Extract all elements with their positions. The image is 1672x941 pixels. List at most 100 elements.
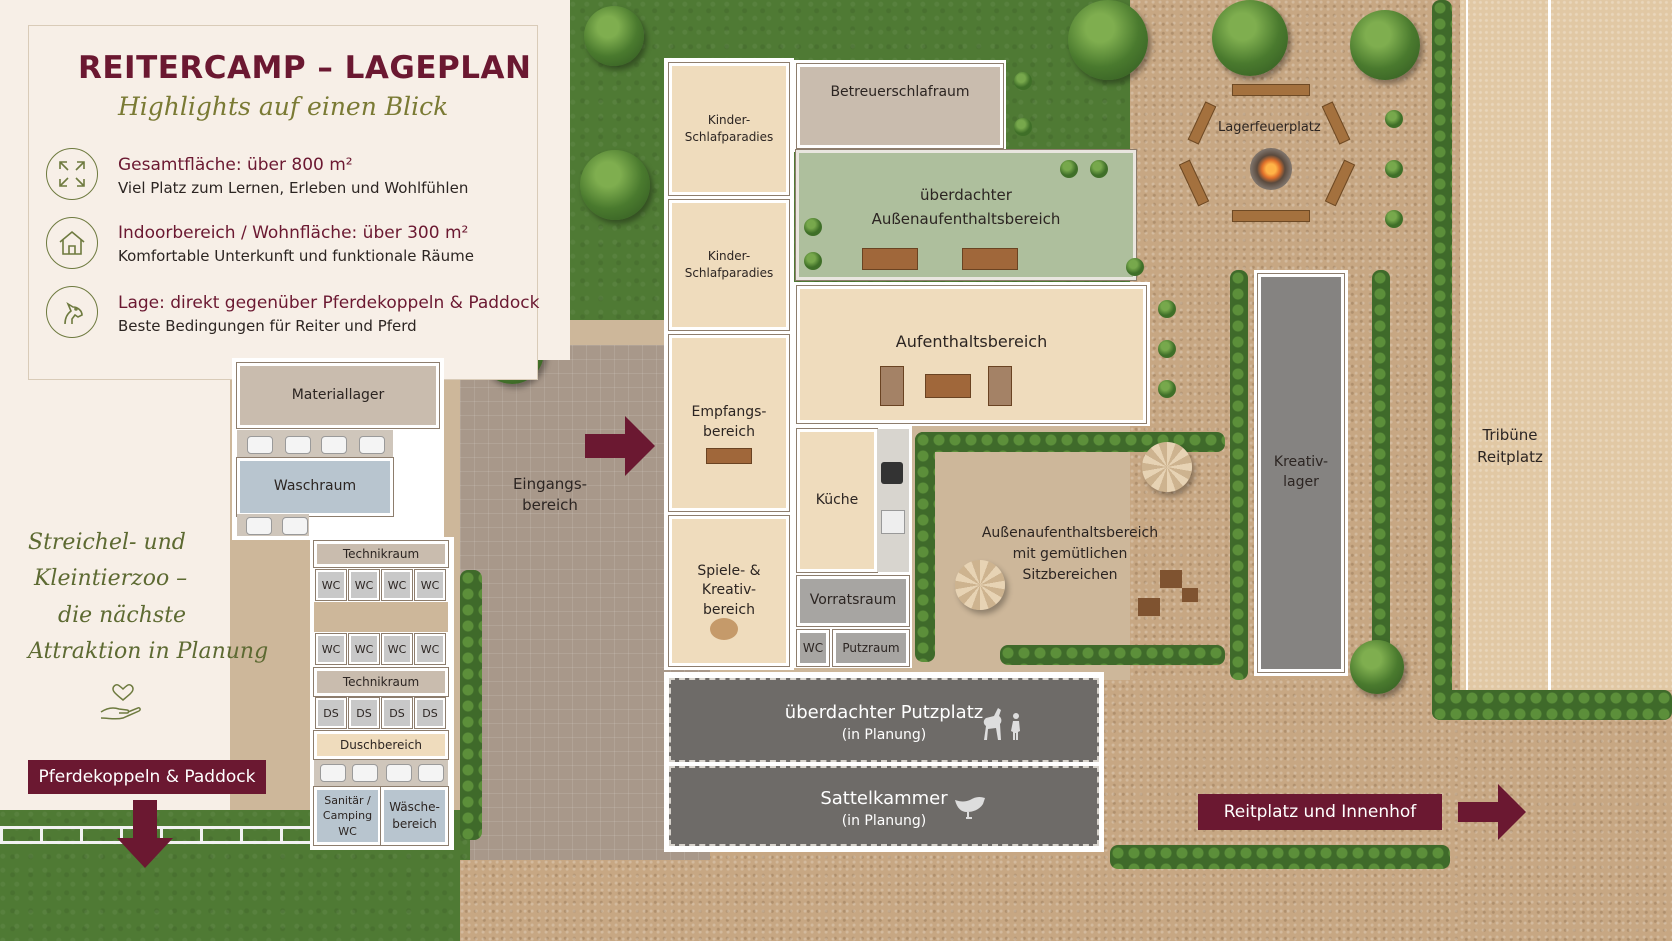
room-kueche[interactable]: Küche: [796, 428, 878, 573]
bush: [1090, 160, 1108, 178]
room-wc[interactable]: WC: [796, 629, 830, 667]
hedge-sitz-bottom: [1000, 645, 1225, 665]
sink-icon: [881, 510, 905, 534]
room-sanitaer-camping-wc[interactable]: Sanitär / Camping WC: [313, 786, 382, 846]
shower-cabin[interactable]: DS: [381, 697, 413, 729]
planned-name: Sattelkammer: [820, 788, 948, 809]
hedge-kreativ-right: [1372, 270, 1390, 680]
kitchen-counter: [877, 429, 909, 572]
planned-sattelkammer[interactable]: Sattelkammer (in Planung): [666, 763, 1102, 849]
room-putzraum[interactable]: Putzraum: [832, 629, 910, 667]
riding-arena: [1460, 0, 1672, 690]
zoo-note: Streichel- und Kleintierzoo – die nächst…: [28, 525, 268, 670]
bush: [1158, 340, 1176, 358]
bush: [1385, 210, 1403, 228]
heart-hand-icon: [98, 682, 148, 726]
expand-arrows-icon: [46, 148, 98, 200]
house-icon: [46, 217, 98, 269]
feature-description: Komfortable Unterkunft und funktionale R…: [118, 247, 474, 265]
feature-title: Lage: direkt gegenüber Pferdekoppeln & P…: [118, 293, 540, 313]
wc-cabin[interactable]: WC: [348, 569, 380, 601]
chair: [1160, 570, 1182, 588]
area-tribuene-reitplatz: Tribüne Reitplatz: [1477, 426, 1543, 466]
sink-icon: [246, 517, 272, 535]
room-technikraum[interactable]: Technikraum: [313, 540, 449, 568]
room-waschraum[interactable]: Waschraum: [236, 457, 394, 517]
wc-cabin[interactable]: WC: [315, 569, 347, 601]
zoo-note-line: Attraktion in Planung: [28, 638, 269, 664]
arrow-right-icon: [1458, 782, 1530, 846]
hedge-sitz-left: [915, 432, 935, 662]
room-empfangsbereich[interactable]: Empfangs- bereich: [668, 334, 790, 512]
shower-cabin[interactable]: DS: [414, 697, 446, 729]
room-betreuerschlafraum[interactable]: Betreuerschlafraum: [796, 63, 1004, 149]
room-kinder-schlafparadies-1[interactable]: Kinder- Schlafparadies: [668, 62, 790, 196]
area-eingangsbereich: Eingangs- bereich: [512, 475, 588, 514]
coffee-table: [925, 374, 971, 398]
shower-cabin[interactable]: DS: [348, 697, 380, 729]
wc-cabin[interactable]: WC: [414, 633, 446, 665]
corridor: [314, 602, 448, 632]
room-technikraum-2[interactable]: Technikraum: [313, 667, 449, 697]
area-kreativlager[interactable]: Kreativ- lager: [1257, 273, 1345, 673]
feature-description: Beste Bedingungen für Reiter und Pferd: [118, 317, 417, 335]
bush: [1014, 72, 1032, 90]
wc-cabin[interactable]: WC: [348, 633, 380, 665]
sofa: [880, 366, 904, 406]
arena-rail-left: [1466, 0, 1468, 690]
room-waeschebereich[interactable]: Wäsche- bereich: [380, 786, 449, 846]
zoo-note-line: Kleintierzoo –: [34, 566, 188, 592]
feature-title: Gesamtfläche: über 800 m²: [118, 155, 353, 175]
hedge-sanitary: [460, 570, 482, 840]
umbrella: [1142, 442, 1192, 492]
chair: [1182, 588, 1198, 602]
arrow-down-icon: [115, 800, 175, 874]
sink-icon: [247, 436, 273, 454]
arrow-right-icon: [585, 416, 657, 480]
hedge-right-bottom: [1432, 690, 1672, 720]
room-vorratsraum[interactable]: Vorratsraum: [796, 575, 910, 627]
room-kinder-schlafparadies-2[interactable]: Kinder- Schlafparadies: [668, 199, 790, 331]
tree: [584, 6, 644, 66]
fire-pit-icon: [1250, 148, 1292, 190]
hedge-bottom: [1110, 845, 1450, 869]
hedge-kreativ-left: [1230, 270, 1248, 680]
sink-icon: [352, 764, 378, 782]
sink-icon: [320, 764, 346, 782]
wc-cabin[interactable]: WC: [381, 633, 413, 665]
reitplatz-label: Reitplatz und Innenhof: [1198, 794, 1442, 830]
zoo-note-line: Streichel- und: [28, 530, 186, 555]
sink-icon: [321, 436, 347, 454]
umbrella: [955, 560, 1005, 610]
bush: [804, 252, 822, 270]
shower-cabin[interactable]: DS: [315, 697, 347, 729]
wc-cabin[interactable]: WC: [414, 569, 446, 601]
tree: [1212, 0, 1288, 76]
sofa: [988, 366, 1012, 406]
room-duschbereich[interactable]: Duschbereich: [313, 730, 449, 760]
stove-icon: [881, 462, 903, 484]
palette-icon: [710, 618, 738, 640]
hedge-sitz-top: [915, 432, 1225, 452]
page-title: REITERCAMP – LAGEPLAN: [78, 50, 532, 86]
horse-head-icon: [46, 286, 98, 338]
room-spiele-kreativbereich[interactable]: Spiele- & Kreativ- bereich: [668, 515, 790, 667]
picnic-table: [962, 248, 1018, 270]
horse-person-icon: [980, 700, 1024, 746]
wc-cabin[interactable]: WC: [381, 569, 413, 601]
planned-putzplatz[interactable]: überdachter Putzplatz (in Planung): [666, 675, 1102, 765]
panel-background-low: [0, 360, 230, 810]
reception-desk: [706, 448, 752, 464]
hedge-right-vertical: [1432, 0, 1452, 720]
sink-icon: [282, 517, 308, 535]
room-aufenthaltsbereich[interactable]: Aufenthaltsbereich: [796, 285, 1147, 424]
sink-icon: [285, 436, 311, 454]
tree: [1350, 640, 1404, 694]
area-lagerfeuerplatz: Lagerfeuerplatz: [1218, 120, 1321, 135]
tree: [580, 150, 650, 220]
bush: [1158, 300, 1176, 318]
wc-cabin[interactable]: WC: [315, 633, 347, 665]
room-materiallager[interactable]: Materiallager: [236, 362, 440, 429]
picnic-table: [862, 248, 918, 270]
zoo-note-line: die nächste: [58, 602, 187, 628]
